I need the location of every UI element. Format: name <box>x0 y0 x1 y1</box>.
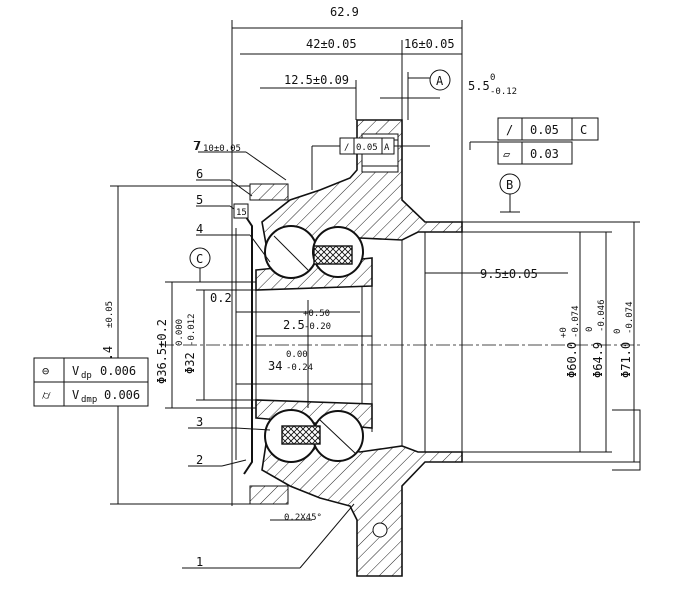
dim-dia-88-4-tol: ±0.05 <box>105 301 115 328</box>
table-row-1-value: 0.006 <box>100 364 136 378</box>
dim-dia-32-tol-lower: -0.012 <box>187 313 197 346</box>
dim-length-42: 42±0.05 <box>306 37 357 51</box>
dim-flange-7: 7 <box>193 139 200 153</box>
dim-dia-60: Φ60.0 <box>565 342 579 378</box>
dim-dia-60-tol-upper: +0 <box>559 327 569 338</box>
part-label-1: 1 <box>196 555 203 569</box>
cage-upper <box>313 245 353 265</box>
seal-lower <box>249 485 289 505</box>
tolerance-frame-flatness: ▱ 0.03 <box>497 141 573 165</box>
table-row-2-value: 0.006 <box>104 388 140 402</box>
dim-len-34: 34 <box>268 359 282 373</box>
table-row-2-sub: dmp <box>81 395 97 405</box>
face-runout-value: 0.05 <box>356 143 378 153</box>
part-label-7: 7 <box>194 139 201 153</box>
dim-flange-10: 10±0.05 <box>203 144 241 154</box>
dim-dia-32-tol-upper: 0.000 <box>175 319 185 346</box>
table-row-1-sub: dp <box>81 371 92 381</box>
part-label-4: 4 <box>196 222 203 236</box>
table-row-1-label: V <box>72 364 79 378</box>
svg-text:A: A <box>436 74 444 88</box>
dim-datum-a-offset: 5.5 <box>468 79 490 93</box>
bearing-elements <box>235 183 364 505</box>
part-label-5: 5 <box>196 193 203 207</box>
dim-overall-length: 62.9 <box>330 5 359 19</box>
bearing-tolerance-table: ⊖ V dp 0.006 ⌭ V dmp 0.006 <box>33 357 149 407</box>
dim-dia-71-tol-upper: 0 <box>613 329 623 334</box>
dim-inner-25-tol-lower: -0.20 <box>304 322 331 332</box>
dim-length-12-5: 12.5±0.09 <box>284 73 349 87</box>
flatness-symbol: ▱ <box>503 147 511 161</box>
tolerance-frame-runout: / 0.05 C <box>497 117 599 141</box>
dim-dia-64-9: Φ64.9 <box>591 342 605 378</box>
dim-length-16: 16±0.05 <box>404 37 455 51</box>
dim-bore-step: 9.5±0.05 <box>480 267 538 281</box>
perpendicular-mark: 15 <box>233 203 249 219</box>
ball-upper-left <box>264 225 318 279</box>
svg-text:15: 15 <box>236 208 247 218</box>
datum-b: B <box>499 173 521 195</box>
dim-inner-25-tol-upper: +0.50 <box>303 309 330 319</box>
datum-c: C <box>189 247 211 269</box>
dim-dia-64-9-tol-upper: 0 <box>585 327 595 332</box>
dimension-geometry <box>110 20 641 569</box>
hub-body <box>261 119 463 577</box>
dim-dia-64-9-tol-lower: -0.046 <box>597 299 607 332</box>
part-label-2: 2 <box>196 453 203 467</box>
svg-text:C: C <box>196 252 203 266</box>
datum-a: A <box>429 69 451 91</box>
dim-inner-25: 2.5 <box>283 318 305 332</box>
flatness-value: 0.03 <box>530 147 559 161</box>
runout-value: 0.05 <box>530 123 559 137</box>
dim-datum-a-offset-tol-upper: 0 <box>490 73 495 83</box>
table-row-1-symbol: ⊖ <box>42 364 49 378</box>
cage-lower <box>281 425 321 445</box>
bolt-hole-lower <box>372 522 388 538</box>
face-runout-symbol: / <box>344 143 349 153</box>
dim-chamfer: 0.2X45° <box>284 513 322 523</box>
svg-text:B: B <box>506 178 513 192</box>
tolerance-frame-face-runout: / 0.05 A <box>339 137 395 155</box>
seal-upper <box>249 183 289 201</box>
dim-datum-a-offset-tol-lower: -0.12 <box>490 87 517 97</box>
part-label-6: 6 <box>196 167 203 181</box>
part-label-3: 3 <box>196 415 203 429</box>
inner-ring <box>255 257 373 429</box>
dim-dia-71-tol-lower: -0.074 <box>625 301 635 334</box>
face-runout-datum: A <box>384 143 390 153</box>
dim-len-34-tol-upper: 0.00 <box>286 350 308 360</box>
table-row-2-symbol: ⌭ <box>42 388 51 402</box>
dim-gap-02: 0.2 <box>210 291 232 305</box>
dim-dia-32: Φ32 <box>183 352 197 374</box>
dim-dia-60-tol-lower: -0.074 <box>571 305 581 338</box>
runout-symbol: / <box>506 123 513 137</box>
dim-dia-36-5: Φ36.5±0.2 <box>155 319 169 384</box>
runout-datum: C <box>580 123 587 137</box>
table-row-2-label: V <box>72 388 79 402</box>
dim-len-34-tol-lower: -0.24 <box>286 363 313 373</box>
dim-dia-71: Φ71.0 <box>619 342 633 378</box>
